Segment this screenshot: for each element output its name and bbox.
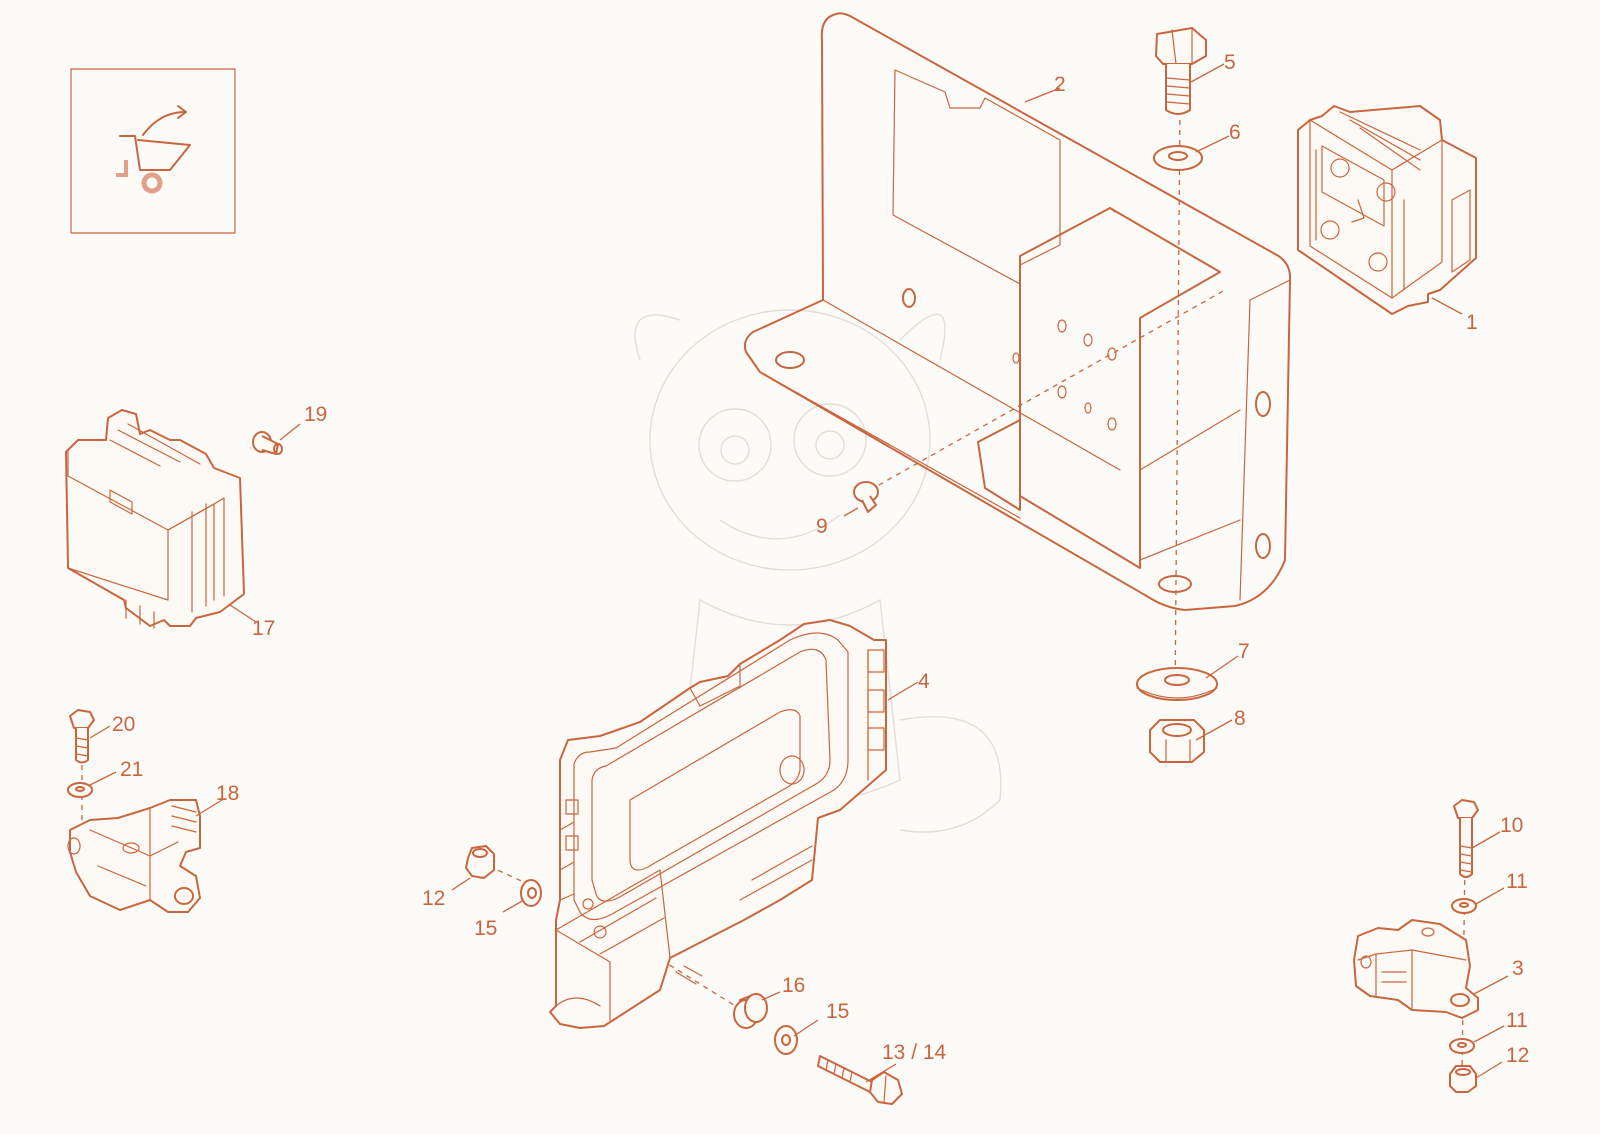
callout-9: 9 xyxy=(816,515,828,538)
leader-lines xyxy=(87,63,1509,1083)
part-17-control-module xyxy=(65,409,245,629)
part-5-bolt xyxy=(1155,27,1207,115)
part-2-mounting-bracket xyxy=(743,12,1292,611)
callout-19: 19 xyxy=(304,403,327,426)
part-18-sensor xyxy=(67,799,201,913)
callout-13-14: 13 / 14 xyxy=(882,1041,947,1064)
wheelbarrow-icon xyxy=(116,105,191,194)
callout-15-right: 15 xyxy=(826,1000,849,1023)
callout-20: 20 xyxy=(112,713,135,736)
part-15-washer-right xyxy=(774,1025,798,1055)
callout-21: 21 xyxy=(120,758,143,781)
callout-2: 2 xyxy=(1054,73,1066,96)
wheel-icon xyxy=(141,172,163,194)
category-icon-box xyxy=(70,68,236,234)
part-7-washer xyxy=(1136,667,1218,701)
part-21-washer xyxy=(67,782,93,798)
callout-16: 16 xyxy=(782,974,805,997)
part-13-14-bolt xyxy=(817,1055,903,1105)
part-12-nut-right xyxy=(1449,1065,1477,1093)
callout-4: 4 xyxy=(918,670,930,693)
part-11-washer-bottom xyxy=(1449,1038,1475,1054)
part-8-nut xyxy=(1149,719,1205,763)
callout-17: 17 xyxy=(252,617,275,640)
callout-5: 5 xyxy=(1224,51,1236,74)
callout-18: 18 xyxy=(216,782,239,805)
callout-12-left: 12 xyxy=(422,887,445,910)
callout-1: 1 xyxy=(1466,311,1478,334)
callout-labels: 2 5 6 7 8 9 1 19 17 4 12 15 16 15 13 / 1… xyxy=(112,51,1529,1067)
callout-8: 8 xyxy=(1234,707,1246,730)
part-12-nut-left xyxy=(465,845,495,879)
callout-11-top: 11 xyxy=(1506,870,1528,893)
part-3-sensor xyxy=(1353,919,1479,1019)
callout-3: 3 xyxy=(1512,957,1524,980)
part-19-screw xyxy=(252,431,283,455)
part-16-spacer xyxy=(733,993,768,1029)
callout-6: 6 xyxy=(1229,121,1241,144)
part-10-bolt xyxy=(1453,799,1479,878)
part-4-ecu-housing xyxy=(549,619,887,1029)
callout-15-left: 15 xyxy=(474,917,497,940)
part-6-washer xyxy=(1153,145,1203,171)
part-20-bolt xyxy=(69,709,95,764)
part-15-washer-left xyxy=(520,879,542,907)
callout-12-right: 12 xyxy=(1506,1044,1529,1067)
callout-7: 7 xyxy=(1238,640,1250,663)
part-9-screw xyxy=(853,481,879,513)
callout-11-bottom: 11 xyxy=(1506,1009,1528,1032)
part-11-washer-top xyxy=(1451,898,1477,914)
part-1-control-module xyxy=(1297,105,1477,315)
callout-10: 10 xyxy=(1500,814,1523,837)
